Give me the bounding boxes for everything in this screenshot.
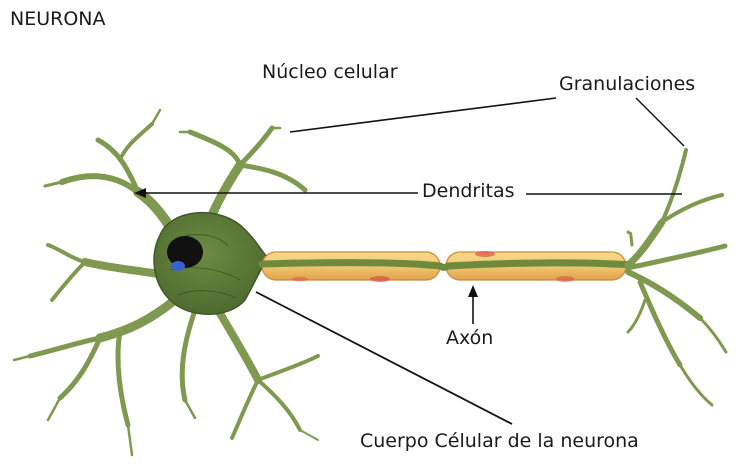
nucleus-label: Núcleo celular	[262, 61, 398, 83]
nucleus	[167, 236, 203, 268]
axon-terminals	[624, 148, 728, 407]
axon	[258, 251, 636, 282]
diagram-title: NEURONA	[10, 8, 106, 30]
dendrites-left	[12, 108, 320, 457]
nucleus-pointer	[289, 97, 557, 133]
pointer-lines	[134, 97, 685, 425]
nucleolus	[171, 261, 185, 271]
cell-body-pointer	[255, 291, 513, 425]
dendrites-label: Dendritas	[420, 180, 517, 202]
cell-body	[153, 212, 269, 315]
dendrites-arrowhead	[134, 188, 146, 198]
axon-arrowhead	[468, 285, 478, 297]
axon-label: Axón	[446, 327, 494, 349]
granulations-label: Granulaciones	[559, 73, 696, 95]
cell-body-label: Cuerpo Célular de la neurona	[360, 430, 639, 452]
granulations-pointer	[635, 97, 685, 147]
